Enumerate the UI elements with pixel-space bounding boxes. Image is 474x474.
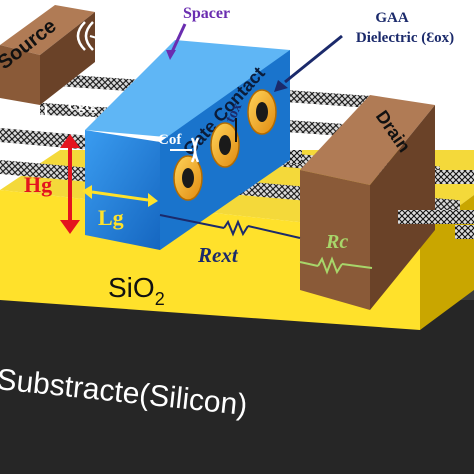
lg-arrow-head-left — [82, 185, 92, 199]
rext-lead-right — [247, 225, 301, 239]
dielectric-arrow-head — [274, 80, 288, 92]
nanotube-core-3 — [256, 102, 268, 122]
dielectric-label: Dielectric (Ɛox) — [356, 30, 454, 46]
rc-lead-left — [299, 261, 319, 267]
gaa-label: GAA — [375, 10, 409, 26]
hg-arrow-head-top — [60, 134, 80, 148]
dielectric-arrow-line — [284, 34, 343, 84]
spacer-label: Spacer — [183, 5, 230, 22]
spacer-arrow-head — [166, 50, 176, 60]
rc-label: Rc — [325, 231, 348, 253]
drain-contact-top — [300, 95, 435, 185]
cgtc-capacitor-symbol — [76, 21, 94, 51]
lg-arrow-head-right — [148, 193, 158, 207]
nanotube-stub-right-3 — [455, 225, 474, 239]
cgtg-lead-right — [45, 115, 96, 119]
hg-arrow-head-bottom — [60, 220, 80, 234]
nanotube-stub-right-2 — [398, 210, 474, 224]
cgtc-label: Cgtc — [95, 55, 123, 70]
cgtc-lead — [89, 35, 119, 45]
rc-lead-right — [341, 263, 373, 269]
nanotube-core-1 — [182, 168, 194, 188]
nanotube-stub-mid — [290, 150, 302, 164]
drain-contact-side — [370, 105, 435, 310]
rext-label: Rext — [197, 243, 239, 267]
drain-contact-front — [300, 170, 370, 310]
cof-label: Cof — [158, 132, 182, 148]
lg-arrow-line — [91, 190, 149, 202]
hg-label: Hg — [24, 172, 52, 197]
spacer-arrow-line — [170, 23, 187, 53]
lg-label: Lg — [98, 205, 124, 230]
sio2-label: SiO2 — [108, 272, 165, 309]
nanotube-core-2 — [219, 135, 231, 155]
source-contact-side — [40, 12, 95, 105]
nanotube-stub-right-1 — [435, 170, 474, 184]
rext-lead-left — [159, 214, 225, 229]
gate-front — [85, 130, 160, 250]
gate-top — [85, 40, 290, 140]
source-contact-front — [0, 45, 40, 105]
cof-capacitor-symbol — [190, 137, 200, 163]
substrate-front — [0, 300, 474, 474]
rext-resistor-symbol — [223, 219, 249, 237]
tox-label: tox — [222, 100, 245, 125]
cgtg-label: Cgtg — [68, 99, 97, 114]
rc-resistor-symbol — [317, 256, 343, 275]
source-contact-top — [0, 5, 95, 55]
